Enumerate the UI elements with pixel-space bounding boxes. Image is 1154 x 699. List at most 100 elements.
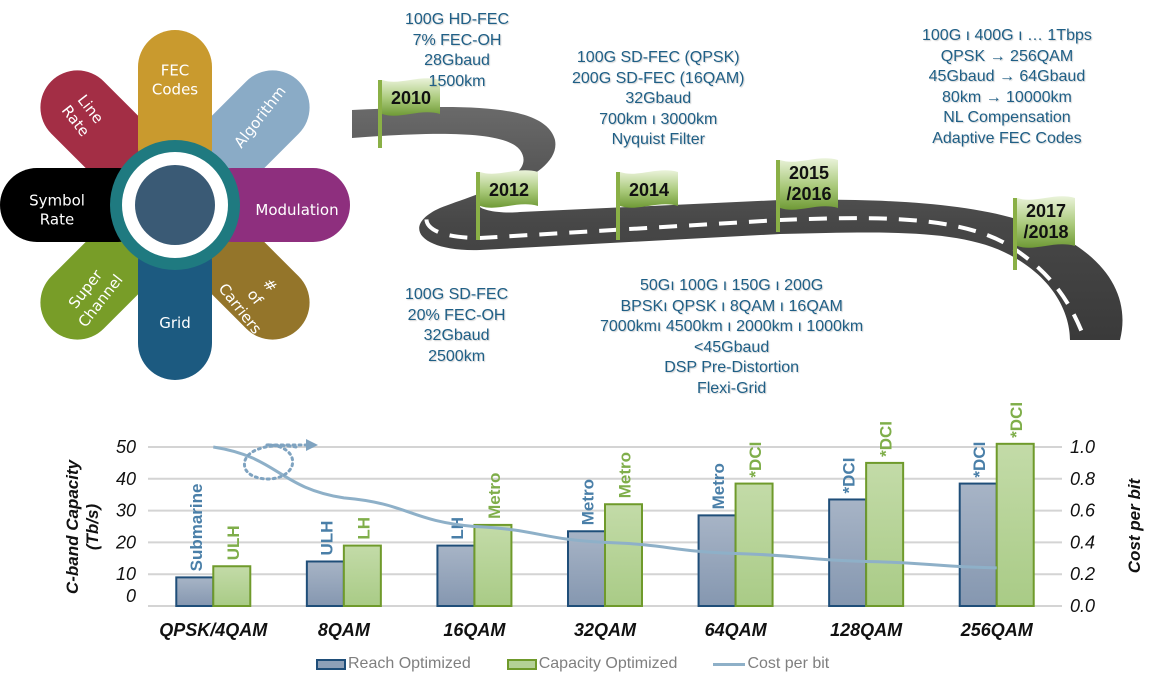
x-category-label: 256QAM xyxy=(960,620,1034,640)
y-tick-label: 10 xyxy=(116,564,136,584)
legend-swatch-capacity xyxy=(506,658,537,670)
flag-cloth xyxy=(780,158,838,210)
note-line: DSP Pre-Distortion xyxy=(664,359,800,376)
flag-year: /2018 xyxy=(1023,222,1068,242)
y-tick-label: 30 xyxy=(116,501,136,521)
x-category-label: 32QAM xyxy=(574,620,637,640)
bar-reach-optimized xyxy=(175,576,215,608)
note-line: 32Gbaud xyxy=(625,90,692,107)
petal-label-grid: Grid xyxy=(159,314,190,332)
timeline-note-2014: 100G SD-FEC (QPSK)200G SD-FEC (16QAM)32G… xyxy=(572,48,744,151)
legend-label-cost: Cost per bit xyxy=(747,655,830,672)
note-line: 50Gı 100G ı 150G ı 200G xyxy=(640,277,824,294)
note-line: 1500km xyxy=(428,72,486,90)
note-line: BPSKı QPSK ı 8QAM ı 16QAM xyxy=(620,297,843,315)
y-tick-label: 40 xyxy=(116,469,136,489)
bar-capacity-optimized xyxy=(342,544,382,608)
bar-label-reach: Metro xyxy=(709,463,728,509)
loop-arrow-annotation xyxy=(243,443,308,481)
bar-capacity-optimized xyxy=(604,503,643,607)
note-line: 200G SD-FEC (16QAM) xyxy=(572,69,745,87)
bar-reach-optimized xyxy=(436,544,476,608)
flag-cloth xyxy=(620,170,678,208)
note-line: 80km → 10000km xyxy=(942,88,1072,106)
bar-capacity-optimized xyxy=(995,442,1035,607)
note-line: NL Compensation xyxy=(943,109,1071,126)
bar-reach-optimized xyxy=(305,560,345,607)
y2-tick-label: 0.0 xyxy=(1070,596,1095,616)
petal-label-modulation: Modulation xyxy=(255,201,338,219)
note-line: 7000kmı 4500km ı 2000km ı 1000km xyxy=(600,318,864,335)
note-line: 2500km xyxy=(428,347,486,365)
x-category-label: 64QAM xyxy=(705,620,768,640)
flag-year: 2017 xyxy=(1026,201,1066,221)
bar-label-capacity: Metro xyxy=(616,452,635,498)
y2-tick-label: 0.8 xyxy=(1070,469,1095,489)
flag-year: 2014 xyxy=(629,180,669,200)
flag-pole xyxy=(476,172,480,240)
x-category-label: 8QAM xyxy=(318,620,371,640)
petal-label-line: Grid xyxy=(159,314,190,332)
petal-label-line: Rate xyxy=(40,211,74,229)
legend-item-capacity[interactable]: Capacity Optimized xyxy=(506,655,678,673)
chart-legend: Reach Optimized Capacity Optimized Cost … xyxy=(316,655,829,673)
timeline-note-2012: 100G SD-FEC 20% FEC-OH 32Gbaud 2500km xyxy=(405,285,508,367)
bar-reach-optimized xyxy=(567,530,606,608)
note-line: 45Gbaud → 64Gbaud xyxy=(928,68,1086,85)
legend-item-cost[interactable]: Cost per bit xyxy=(713,655,829,673)
petal-label-line: FEC xyxy=(161,62,190,80)
bar-capacity-optimized xyxy=(212,565,252,607)
note-line: 700km ı 3000km xyxy=(599,110,718,128)
legend-label-reach: Reach Optimized xyxy=(348,655,471,672)
note-line: Adaptive FEC Codes xyxy=(932,129,1082,147)
timeline-note-2015: 50Gı 100G ı 150G ı 200G BPSKı QPSK ı 8QAM… xyxy=(600,276,863,399)
note-line: 32Gbaud xyxy=(423,327,490,344)
legend-label-capacity: Capacity Optimized xyxy=(538,655,678,672)
flag-pole xyxy=(1013,198,1017,270)
note-line: QPSK → 256QAM xyxy=(940,47,1074,65)
bar-label-capacity: ULH xyxy=(224,525,243,560)
bar-label-reach: LH xyxy=(448,517,467,540)
x-category-label: 128QAM xyxy=(830,620,903,640)
y-tick-label: 0 xyxy=(126,586,136,606)
legend-swatch-reach xyxy=(316,658,346,670)
y2-tick-label: 1.0 xyxy=(1070,437,1095,457)
bar-capacity-optimized xyxy=(734,482,774,608)
hub-center xyxy=(135,165,215,245)
note-line: 100G SD-FEC xyxy=(405,286,509,303)
bar-label-reach: ULH xyxy=(317,521,336,556)
bar-label-reach: *DCI xyxy=(840,458,859,494)
flag-year: 2015 xyxy=(789,163,829,183)
bar-label-reach: Metro xyxy=(579,479,598,525)
bar-label-capacity: Metro xyxy=(485,473,504,519)
bar-reach-optimized xyxy=(958,482,998,608)
petal-label-line: Symbol xyxy=(29,192,85,210)
note-line: <45Gbaud xyxy=(694,338,770,356)
bar-label-capacity: *DCI xyxy=(1007,402,1026,438)
flag-year: 2012 xyxy=(489,180,529,200)
arrowhead-icon xyxy=(306,439,318,451)
bar-label-reach: *DCI xyxy=(970,442,989,478)
note-line: Nyquist Filter xyxy=(611,131,705,148)
y-tick-label: 50 xyxy=(116,437,136,457)
note-line: 100G ı 400G ı … 1Tbps xyxy=(922,27,1092,44)
note-line: 7% FEC-OH xyxy=(412,31,502,49)
y2-tick-label: 0.2 xyxy=(1070,564,1095,584)
flag-cloth xyxy=(1017,196,1075,248)
flag-2015-2016: 2015/2016 xyxy=(776,158,838,232)
legend-item-reach[interactable]: Reach Optimized xyxy=(316,655,471,673)
legend-swatch-cost xyxy=(713,662,746,666)
y2-axis-title: Cost per bit xyxy=(1125,477,1144,573)
y2-tick-label: 0.6 xyxy=(1070,501,1096,521)
bar-reach-optimized xyxy=(828,498,868,607)
y-axis-title-line: (Tb/s) xyxy=(83,504,102,551)
note-line: 20% FEC-OH xyxy=(407,306,506,324)
bar-reach-optimized xyxy=(697,514,737,607)
bar-label-reach: Submarine xyxy=(187,484,206,572)
bar-label-capacity: *DCI xyxy=(877,421,896,457)
y2-tick-label: 0.4 xyxy=(1070,532,1095,552)
